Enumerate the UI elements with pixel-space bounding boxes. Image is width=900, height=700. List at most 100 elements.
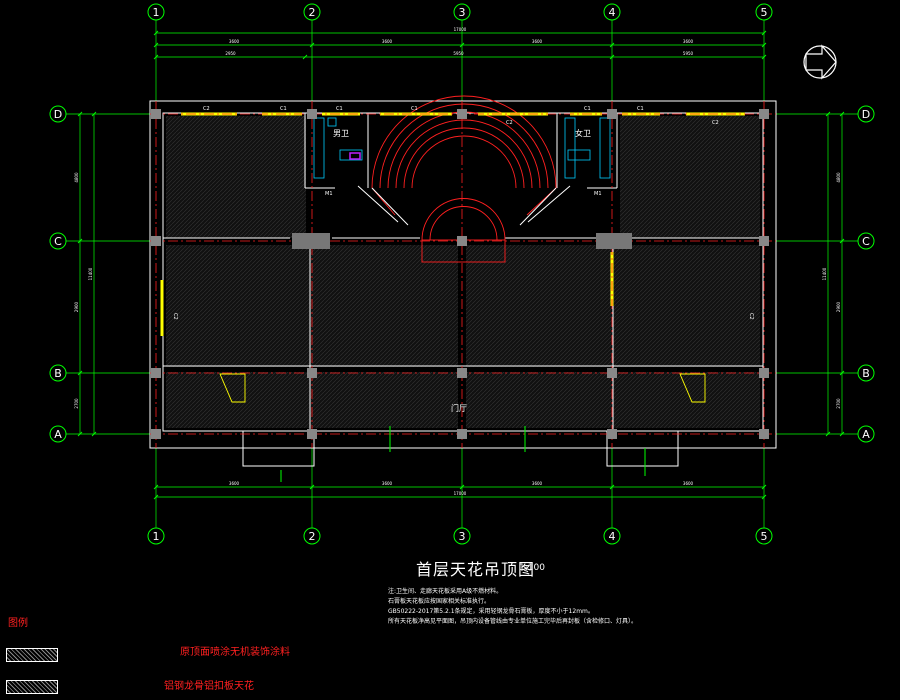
- grid-bubble: [49, 232, 67, 250]
- dimension-tick: [309, 42, 315, 48]
- grid-bubble: [755, 527, 773, 545]
- legend-label-paint: 原顶面喷涂无机装饰涂料: [180, 647, 290, 658]
- dimension-tick: [309, 484, 315, 490]
- grid-bubble: [49, 105, 67, 123]
- grid-bubble-label: 1: [153, 6, 160, 19]
- grid-bubble: [857, 364, 875, 382]
- dimension-tick: [609, 484, 615, 490]
- column: [457, 236, 467, 246]
- dimension-tick: [761, 54, 767, 60]
- grid-bubble-label: 1: [153, 530, 160, 543]
- dimension-tick: [302, 54, 308, 60]
- dimension-label: 3600: [532, 481, 543, 486]
- column: [151, 236, 161, 246]
- dimension-label: 5950: [453, 51, 464, 56]
- window-tag: C2: [203, 106, 210, 112]
- general-notes: 注:卫生间、走廊天花板采用A级不燃材料。 石膏板天花板应按国家相关标准执行。 G…: [388, 587, 637, 627]
- grid-bubble: [453, 527, 471, 545]
- dimension-tick: [153, 484, 159, 490]
- grid-bubble: [147, 527, 165, 545]
- column: [759, 368, 769, 378]
- grid-bubble-label: D: [862, 108, 870, 121]
- dimension-label: 3600: [229, 481, 240, 486]
- legend-title: 图例: [8, 618, 28, 629]
- column: [759, 236, 769, 246]
- dimension-tick: [609, 42, 615, 48]
- side-stairs: [219, 373, 706, 403]
- dimension-tick: [761, 30, 767, 36]
- column: [759, 109, 769, 119]
- window-tag: C2: [172, 313, 178, 320]
- dimension-label: 3600: [382, 39, 393, 44]
- dimension-label: 2700: [74, 398, 79, 409]
- dimension-tick: [761, 484, 767, 490]
- note-line: 所有天花板净高见平面图，吊顶内设备管线由专业单位施工完毕后再封板（含检修口、灯具…: [388, 618, 638, 625]
- dimension-tick: [77, 111, 83, 117]
- dimension-tick: [77, 370, 83, 376]
- grid-bubble-label: A: [54, 428, 62, 441]
- grid-bubble-label: A: [862, 428, 870, 441]
- dimension-label: 2900: [74, 301, 79, 312]
- door-tag: M1: [594, 191, 602, 197]
- column: [759, 429, 769, 439]
- dimension-label: 17000: [454, 27, 467, 32]
- interior-walls: [163, 113, 763, 431]
- grid-bubble-label: B: [54, 367, 62, 380]
- legend-label-aluminum: 铝钢龙骨铝扣板天花: [164, 681, 254, 692]
- window-tag: C2: [506, 120, 513, 126]
- dimension-label: 3600: [683, 481, 694, 486]
- entrance-arrows: [280, 426, 646, 482]
- dimension-tick: [839, 370, 845, 376]
- dimension-label: 3600: [683, 39, 694, 44]
- beam-blocks: [292, 233, 632, 249]
- ceiling-hatch-zones: [166, 116, 760, 428]
- column: [457, 368, 467, 378]
- grid-bubble-label: 2: [309, 530, 316, 543]
- dimension-tick: [761, 42, 767, 48]
- grid-bubble-label: 2: [309, 6, 316, 19]
- drawing-title: 首层天花吊顶图: [416, 560, 536, 579]
- grid-bubble: [857, 425, 875, 443]
- window-tag: C1: [336, 106, 343, 112]
- purple-marker: [349, 152, 361, 160]
- grid-bubble-label: 5: [761, 530, 768, 543]
- grid-bubble-label: 4: [609, 6, 616, 19]
- north-arrow-icon: [803, 44, 837, 80]
- dimension-label: 11400: [88, 267, 93, 280]
- column: [457, 109, 467, 119]
- grid-bubble: [453, 3, 471, 21]
- column: [607, 368, 617, 378]
- dimension-tick: [91, 111, 97, 117]
- dimension-tick: [761, 494, 767, 500]
- stair-rails: [357, 185, 571, 226]
- drawing-scale: 1:100: [519, 563, 545, 573]
- dimension-label: 5950: [683, 51, 694, 56]
- grid-bubble-label: 3: [459, 6, 466, 19]
- dimension-label: 3600: [382, 481, 393, 486]
- dimension-tick: [153, 30, 159, 36]
- dimension-tick: [459, 484, 465, 490]
- room-label-female-wc: 女卫: [575, 128, 591, 138]
- dimension-label: 3600: [229, 39, 240, 44]
- grid-bubble: [857, 105, 875, 123]
- note-line: 石膏板天花板应按国家相关标准执行。: [388, 598, 491, 605]
- dimension-tick: [153, 494, 159, 500]
- grid-bubble: [147, 3, 165, 21]
- dimension-tick: [839, 238, 845, 244]
- window-tag: C1: [411, 106, 418, 112]
- dimension-tick: [825, 431, 831, 437]
- restroom-fixtures: [313, 117, 611, 179]
- column: [307, 109, 317, 119]
- dimension-tick: [77, 238, 83, 244]
- grid-bubble: [755, 3, 773, 21]
- column: [307, 429, 317, 439]
- door-tag: M1: [325, 191, 333, 197]
- dimension-label: 11400: [822, 267, 827, 280]
- grid-bubble: [303, 527, 321, 545]
- dimension-tick: [77, 431, 83, 437]
- note-line: GB50222-2017第5.2.1条规定，采用轻钢龙骨石膏板，厚度不小于12m…: [388, 608, 594, 615]
- dimension-tick: [91, 431, 97, 437]
- column: [607, 429, 617, 439]
- grid-bubble: [857, 232, 875, 250]
